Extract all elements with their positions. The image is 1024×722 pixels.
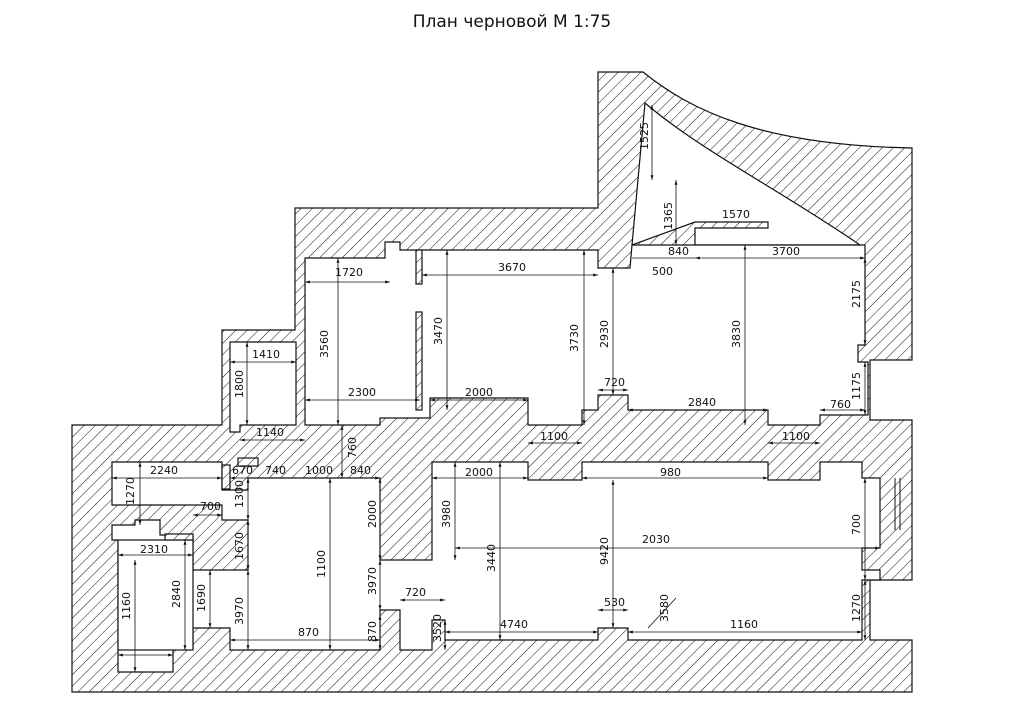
dim-label: 1100 <box>315 550 328 578</box>
dim-label: 1100 <box>782 430 810 443</box>
dim-label: 840 <box>668 245 689 258</box>
partition <box>415 249 423 285</box>
dim-label: 1160 <box>730 618 758 631</box>
dim-label: 1000 <box>305 464 333 477</box>
dim-label: 1175 <box>850 372 863 400</box>
dim-label: 2240 <box>150 464 178 477</box>
dim-label: 2000 <box>465 466 493 479</box>
partition <box>221 464 231 490</box>
dim-label: 3970 <box>366 567 379 595</box>
partition <box>415 311 423 411</box>
dim-label: 1800 <box>233 370 246 398</box>
dim-label: 840 <box>350 464 371 477</box>
dim-label: 1140 <box>256 426 284 439</box>
dim-label: 1365 <box>662 202 675 230</box>
dim-label: 3980 <box>440 500 453 528</box>
dim-label: 720 <box>604 376 625 389</box>
dim-label: 1570 <box>722 208 750 221</box>
rooms <box>111 101 881 673</box>
dim-label: 2000 <box>465 386 493 399</box>
dim-label: 700 <box>200 500 221 513</box>
dim-label: 3730 <box>568 324 581 352</box>
dim-label: 1670 <box>233 532 246 560</box>
partition <box>164 533 194 541</box>
dim-label: 9420 <box>598 537 611 565</box>
dim-label: 2840 <box>170 580 183 608</box>
dim-label: 870 <box>366 621 379 642</box>
dim-label: 1690 <box>195 584 208 612</box>
dimension-labels: 1525 1365 1570 840 500 3700 1720 3670 35… <box>120 122 863 642</box>
dim-label: 500 <box>652 265 673 278</box>
dim-label: 1160 <box>120 592 133 620</box>
dim-label: 1100 <box>540 430 568 443</box>
drawing-title: План черновой М 1:75 <box>412 12 612 32</box>
dim-label: 1525 <box>638 122 651 150</box>
dim-label: 3830 <box>730 320 743 348</box>
dim-label: 1720 <box>335 266 363 279</box>
dim-label: 1300 <box>233 480 246 508</box>
dim-label: 3520 <box>431 614 444 642</box>
dim-label: 530 <box>604 596 625 609</box>
dim-label: 3670 <box>498 261 526 274</box>
dim-label: 3470 <box>432 317 445 345</box>
dim-label: 2930 <box>598 320 611 348</box>
dim-label: 720 <box>405 586 426 599</box>
dim-label: 870 <box>298 626 319 639</box>
dim-label: 700 <box>850 514 863 535</box>
dim-label: 3580 <box>658 594 671 622</box>
dim-label: 1410 <box>252 348 280 361</box>
dim-label: 740 <box>265 464 286 477</box>
dim-label: 3560 <box>318 330 331 358</box>
dim-label: 3440 <box>485 544 498 572</box>
dim-label: 760 <box>346 437 359 458</box>
dim-label: 2310 <box>140 543 168 556</box>
partition <box>237 457 259 467</box>
dim-label: 670 <box>232 464 253 477</box>
dim-label: 3970 <box>233 597 246 625</box>
dim-label: 4740 <box>500 618 528 631</box>
dimension-lines <box>112 105 880 672</box>
dim-label: 2175 <box>850 280 863 308</box>
dim-label: 2000 <box>366 500 379 528</box>
dim-label: 2030 <box>642 533 670 546</box>
dim-label: 760 <box>830 398 851 411</box>
dim-label: 2300 <box>348 386 376 399</box>
dim-label: 3700 <box>772 245 800 258</box>
dim-label: 2840 <box>688 396 716 409</box>
dim-label: 1270 <box>124 477 137 505</box>
dim-label: 1270 <box>850 594 863 622</box>
dim-label: 980 <box>660 466 681 479</box>
